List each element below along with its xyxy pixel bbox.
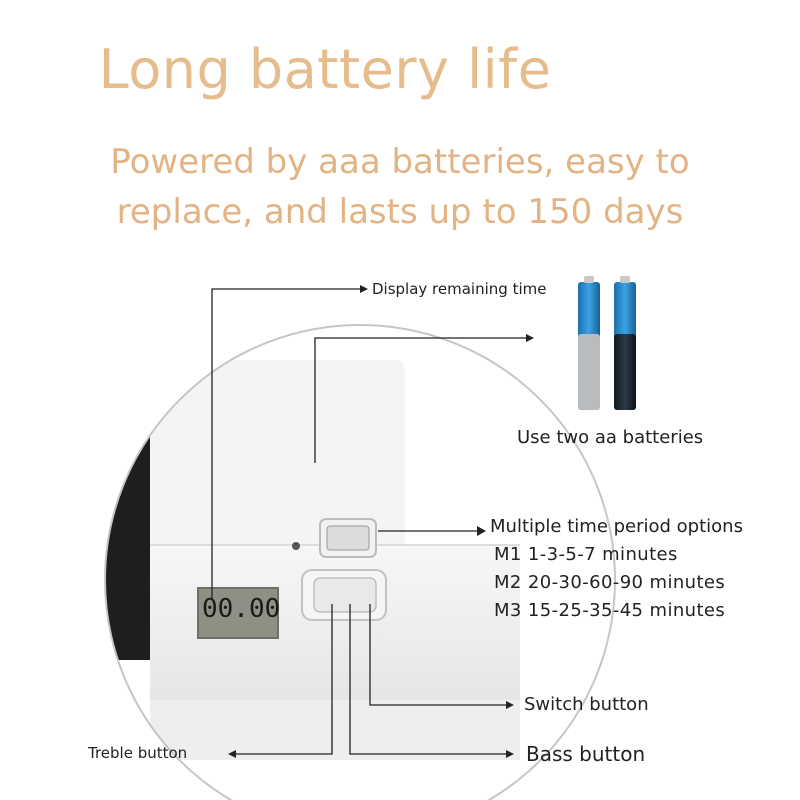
display-callout: Display remaining time [372,280,547,298]
battery-image [578,276,636,410]
lcd-readout: 00.00 [202,594,281,624]
mode-m3: M3 15-25-35-45 minutes [494,600,726,621]
bass-button-callout: Bass button [526,742,646,766]
batteries-callout: Use two aa batteries [517,427,704,448]
device-zoom-circle [105,325,615,800]
mode-m2: M2 20-30-60-90 minutes [494,572,726,593]
headline: Long battery life [98,38,552,101]
options-callout-title: Multiple time period options [490,516,743,537]
clock-icon: ◐ [45,492,66,509]
switch-button-callout: Switch button [524,694,649,715]
treble-button-callout: Treble button [88,744,188,762]
timer-range-label: ◐ 5< min >35 [38,331,67,509]
subheadline-line-2: replace, and lasts up to 150 days [116,192,684,232]
mode-m1: M1 1-3-5-7 minutes [494,544,678,565]
subheadline-line-1: Powered by aaa batteries, easy to [110,142,690,182]
